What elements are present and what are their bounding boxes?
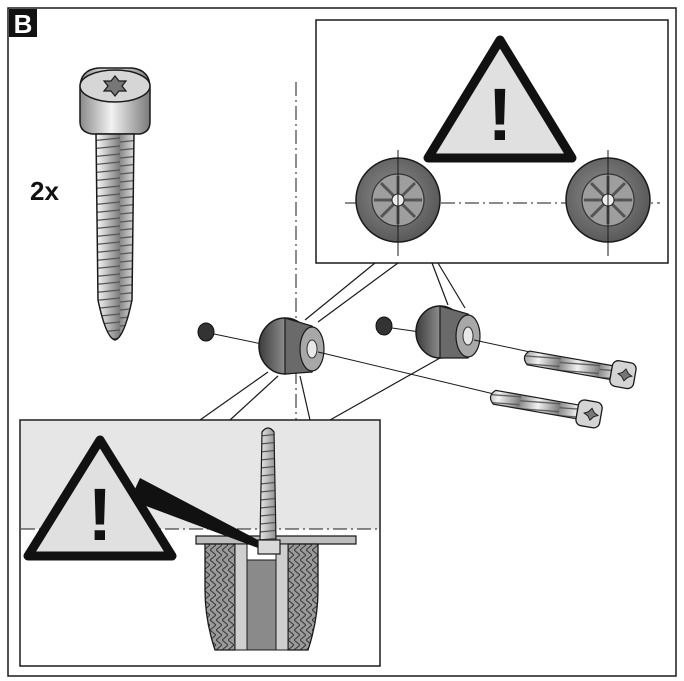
screw-small-lower xyxy=(489,389,603,429)
insertion-axis-lines xyxy=(317,339,531,395)
warning-triangle-icon: ! xyxy=(423,35,577,163)
wall-plug-left xyxy=(258,317,325,375)
top-detail-panel: ! xyxy=(315,19,669,264)
cover-cap-left xyxy=(197,322,263,345)
drill-bit-icon xyxy=(257,427,281,555)
quantity-label: 2x xyxy=(30,176,59,206)
torx-screw-icon xyxy=(102,75,128,97)
wall-plug-top-view-right xyxy=(565,150,651,256)
screw-large xyxy=(79,67,151,341)
wall-plug-right xyxy=(415,305,481,359)
figure-label-box xyxy=(9,9,37,37)
screw-small-upper xyxy=(523,350,637,390)
warning-symbol: ! xyxy=(88,473,113,556)
top-panel-leaders xyxy=(304,262,466,323)
wall-plug-top-view-left xyxy=(355,150,441,256)
bottom-detail-panel: ! xyxy=(19,419,381,667)
warning-triangle-icon: ! xyxy=(23,435,177,561)
figure-label: B xyxy=(14,9,33,39)
warning-pointer xyxy=(130,478,258,548)
warning-symbol: ! xyxy=(488,73,513,156)
bottom-panel-leaders xyxy=(199,357,441,421)
wall-plug-section xyxy=(204,543,319,651)
